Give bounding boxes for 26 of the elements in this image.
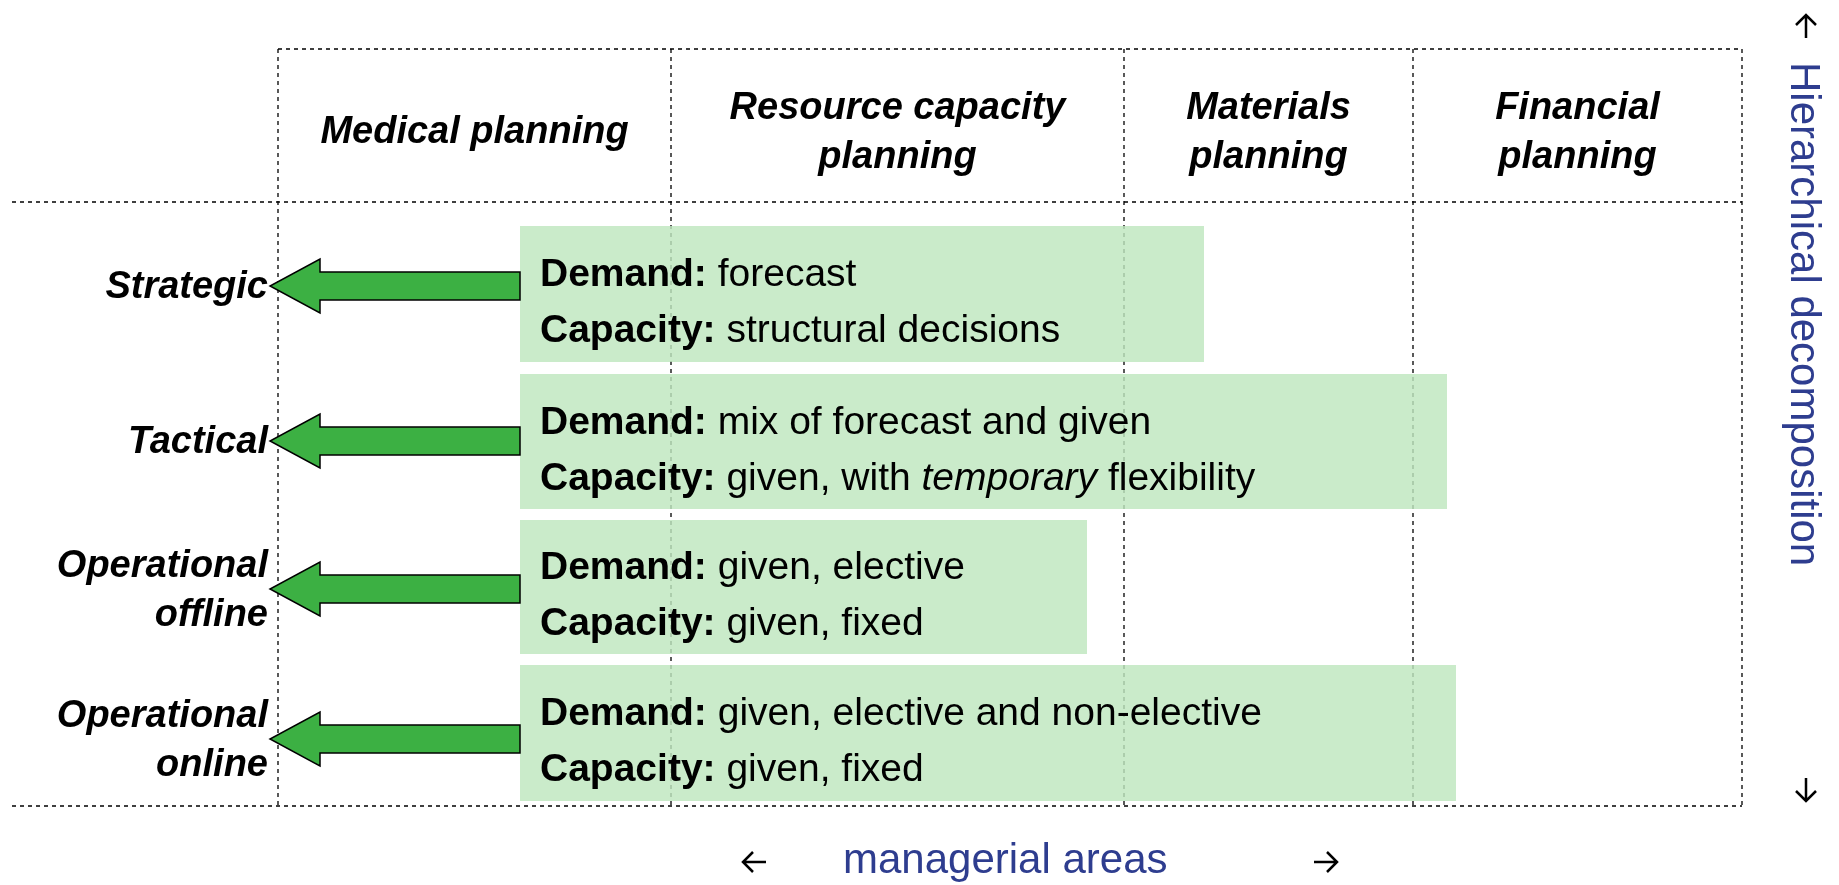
content-box bbox=[520, 520, 1087, 654]
column-header: Financial planning bbox=[1494, 83, 1662, 178]
box-text: Capacity: given, with temporary flexibility bbox=[540, 453, 1256, 500]
content-box bbox=[520, 226, 1204, 362]
block-arrow bbox=[268, 710, 521, 768]
box-text: Demand: mix of forecast and given bbox=[540, 397, 1152, 444]
block-arrow bbox=[268, 412, 521, 470]
box-text: Capacity: structural decisions bbox=[540, 306, 1061, 352]
box-text: Demand: given, elective and non-elective bbox=[540, 689, 1262, 735]
content-box bbox=[520, 665, 1456, 801]
box-text: Capacity: given, fixed bbox=[540, 599, 924, 645]
column-header: Resource capacity planning bbox=[728, 83, 1068, 178]
box-text: Demand: forecast bbox=[540, 250, 857, 296]
block-arrow bbox=[268, 257, 521, 315]
row-label: Operational offline bbox=[8, 539, 268, 639]
axis-label: Hierarchical decomposition bbox=[1784, 62, 1826, 567]
column-header: Materials planning bbox=[1185, 83, 1352, 178]
column-header: Medical planning bbox=[320, 108, 629, 154]
row-label: Strategic bbox=[105, 261, 268, 311]
content-box bbox=[520, 374, 1447, 509]
block-arrow bbox=[268, 560, 521, 618]
box-text: Demand: given, elective bbox=[540, 543, 965, 589]
row-label: Tactical bbox=[127, 416, 268, 466]
row-label: Operational online bbox=[8, 689, 268, 789]
axis-label: managerial areas bbox=[843, 838, 1168, 880]
box-text: Capacity: given, fixed bbox=[540, 745, 924, 791]
